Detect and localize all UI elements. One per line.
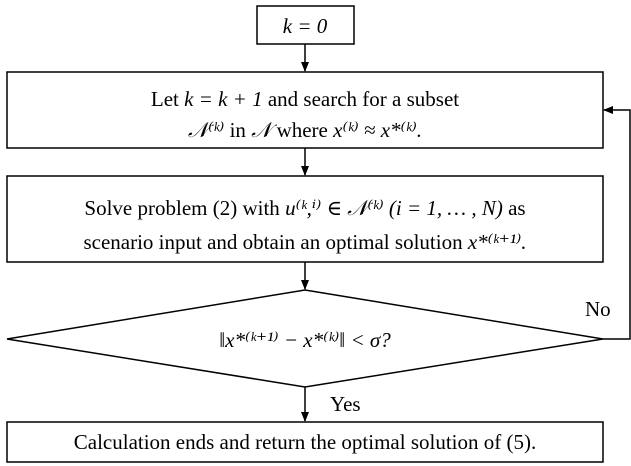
- step2-line1: Solve problem (2) with u⁽ᵏ,ⁱ⁾ ∈ 𝒩⁽ᵏ⁾ (i …: [84, 196, 525, 220]
- end-box: [6, 421, 604, 463]
- step2-line2-prefix: scenario input and obtain an optimal sol…: [83, 230, 467, 254]
- step2-line1-math: u⁽ᵏ,ⁱ⁾ ∈ 𝒩⁽ᵏ⁾ (i = 1, … , N): [285, 196, 503, 220]
- step1-line1-math: k = k + 1: [184, 87, 262, 111]
- step2-line1-prefix: Solve problem (2) with: [84, 196, 285, 220]
- step1-subset-symbol: 𝒩⁽ᵏ⁾: [188, 118, 224, 142]
- decision-condition: ‖x*⁽ᵏ⁺¹⁾ − x*⁽ᵏ⁾‖ < σ?: [219, 328, 391, 352]
- start-box: [256, 5, 355, 45]
- step1-box: [6, 71, 604, 149]
- step2-line2: scenario input and obtain an optimal sol…: [83, 230, 526, 254]
- step2-line2-math: x*⁽ᵏ⁺¹⁾.: [467, 230, 527, 254]
- step1-line2-math: x⁽ᵏ⁾ ≈ x*⁽ᵏ⁾.: [332, 118, 422, 142]
- end-label: Calculation ends and return the optimal …: [74, 430, 536, 454]
- yes-label: Yes: [330, 392, 361, 416]
- step1-in-word: in: [224, 118, 251, 142]
- step1-line1-prefix: Let: [151, 87, 184, 111]
- step2-line1-suffix: as: [503, 196, 526, 220]
- step1-line1-suffix: and search for a subset: [263, 87, 460, 111]
- step2-box: [6, 175, 604, 263]
- no-label: No: [585, 297, 611, 321]
- step1-where-word: where: [271, 118, 333, 142]
- step1-line1: Let k = k + 1 and search for a subset: [151, 87, 459, 111]
- start-label: k = 0: [283, 14, 328, 38]
- step1-line2: 𝒩⁽ᵏ⁾ in 𝒩 where x⁽ᵏ⁾ ≈ x*⁽ᵏ⁾.: [188, 118, 422, 142]
- arrow-no-loop: [603, 106, 631, 340]
